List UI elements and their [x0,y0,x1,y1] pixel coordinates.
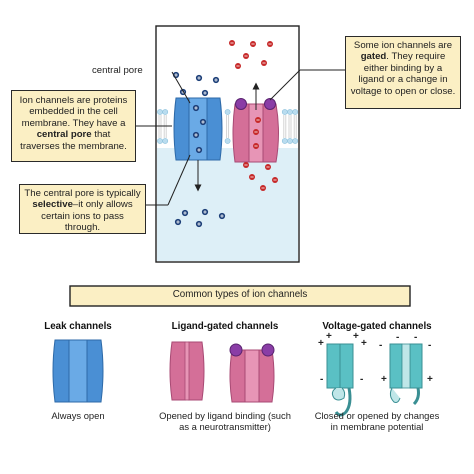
voltage-channels-caption: Closed or opened by changes in membrane … [314,410,440,433]
lipid-head [292,109,299,115]
leak-channels-caption: Always open [51,410,105,421]
proteins-note-bold: central pore [36,129,92,141]
gated-note-pre: Some ion channels are [353,40,453,51]
lipid-head [281,138,288,144]
lipid-head [162,138,169,144]
ligand-channels-title: Ligand-gated channels [171,321,279,332]
minus-symbol: - [320,374,323,385]
leak-channel-top [173,97,223,161]
selective-leader [167,154,191,206]
leak-channels-title: Leak channels [44,321,112,332]
lipid-head [281,109,288,115]
gated-leader [269,69,301,101]
lipid-head [287,109,293,115]
gated-note-bold: gated [360,51,387,63]
minus-symbol: - [396,332,399,343]
proteins-note-pre: Ion channels are proteins embedded in th… [19,95,128,129]
plus-symbol: + [427,374,433,385]
banner-text: Common types of ion channels [172,289,308,300]
plus-symbol: + [326,331,332,342]
lipid-head [157,138,163,144]
banner-box [69,285,411,307]
minus-symbol: - [428,340,431,351]
central-pore-leader [171,71,191,104]
proteins-note-post: that traverses the membrane. [20,129,127,152]
voltage-channel-open-icon [389,343,423,406]
central-pore-label: central pore [92,65,143,76]
voltage-channel-closed-icon [326,343,354,417]
lipid-head [162,109,169,115]
lipid-head [157,109,163,115]
lipid-head [224,138,231,144]
selective-note: The central pore is typically selective–… [19,184,146,234]
gated-note-post: . They require either binding by a ligan… [350,51,456,97]
lipid-tails-top [158,115,297,138]
leak-channel-icon [52,339,104,403]
positive-ions [172,71,226,228]
selective-note-bold: selective [32,199,73,211]
plus-symbol: + [361,338,367,349]
voltage-channels-title: Voltage-gated channels [322,321,432,332]
lipid-heads [157,109,299,144]
lipid-head [292,138,299,144]
plus-symbol: + [381,374,387,385]
selective-note-pre: The central pore is typically [24,188,141,199]
plus-symbol: + [353,331,359,342]
lipid-bilayer [157,109,299,144]
charge-symbols: + + + + - - - - - - + + [318,331,433,385]
proteins-note: Ion channels are proteins embedded in th… [11,90,136,162]
cytoplasm-region [157,148,298,261]
minus-symbol: - [360,374,363,385]
red-ions [229,40,278,191]
plus-symbol: + [318,338,324,349]
ligand-channel-top [232,98,279,163]
lipid-head [224,109,231,115]
lipid-head [287,138,293,144]
ligand-channel-open-icon [229,343,275,403]
minus-symbol: - [414,332,417,343]
selective-note-post: –it only allows certain ions to pass thr… [41,199,133,234]
gated-note: Some ion channels are gated. They requir… [345,36,461,109]
minus-symbol: - [379,340,382,351]
ligand-channel-closed-icon [169,341,205,401]
ligand-channels-caption: Opened by ligand binding (such as a neur… [159,410,291,433]
